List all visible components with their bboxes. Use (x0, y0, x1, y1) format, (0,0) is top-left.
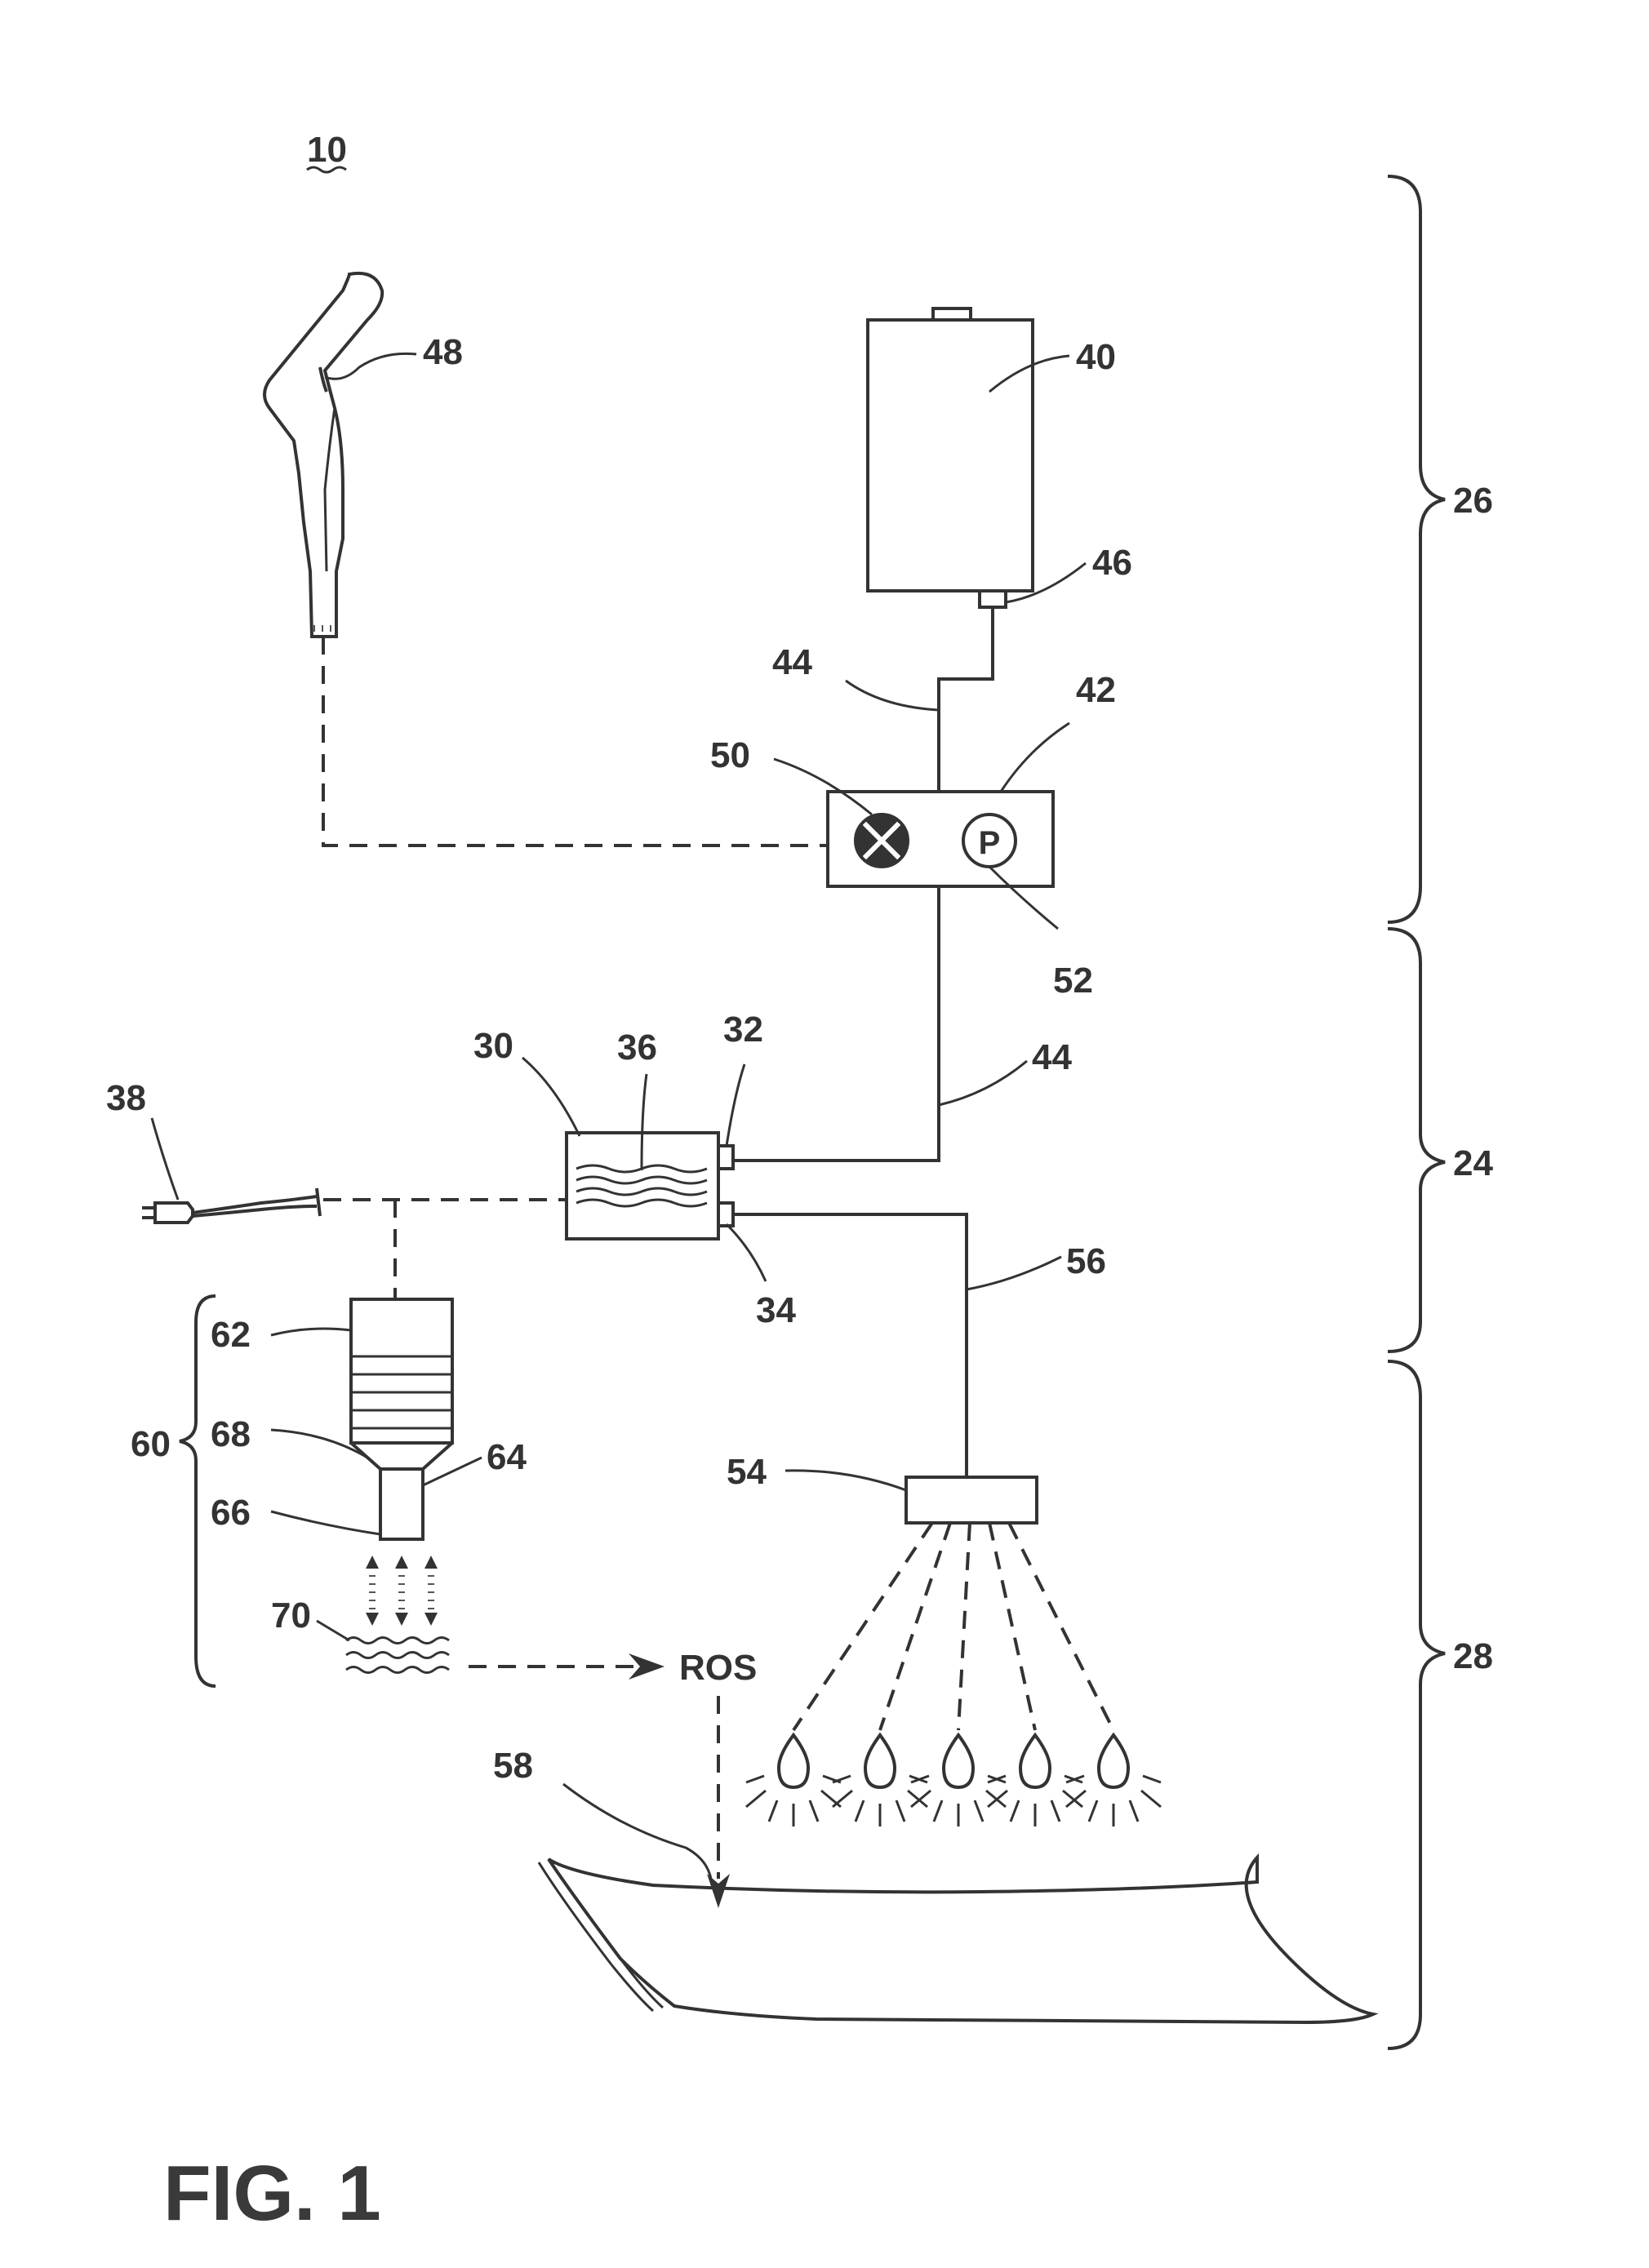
label-44a: 44 (772, 642, 812, 682)
leader-30 (522, 1058, 580, 1136)
leader-44a (846, 681, 939, 710)
label-48: 48 (423, 332, 463, 372)
label-56: 56 (1066, 1241, 1106, 1281)
trigger-handle-icon (264, 273, 382, 637)
label-52: 52 (1053, 961, 1093, 1001)
leader-42 (1001, 723, 1069, 792)
leader-56 (967, 1257, 1061, 1289)
leader-54 (785, 1471, 906, 1490)
label-64: 64 (487, 1437, 527, 1477)
leader-32 (727, 1064, 744, 1146)
label-54: 54 (727, 1452, 767, 1492)
leader-50 (774, 759, 872, 814)
label-50: 50 (710, 735, 750, 775)
pump-symbol: P (979, 825, 1001, 861)
label-42: 42 (1076, 670, 1116, 710)
ros-arrowhead-right (629, 1653, 664, 1680)
container-cap (933, 308, 971, 320)
figure-caption: FIG. 1 (163, 2150, 381, 2237)
heater-inlet-32 (718, 1146, 733, 1169)
label-36: 36 (617, 1027, 657, 1067)
droplets (746, 1735, 1161, 1826)
brace-28 (1388, 1361, 1445, 2048)
leader-46 (1006, 563, 1086, 602)
treated-surface-58 (539, 1857, 1373, 2022)
label-34: 34 (756, 1290, 796, 1330)
pump-p-icon: P (963, 814, 1016, 867)
label-70: 70 (271, 1596, 311, 1636)
leader-34 (727, 1224, 766, 1281)
label-62: 62 (211, 1315, 251, 1355)
conduit-56 (733, 1214, 967, 1477)
heating-element-36 (576, 1165, 707, 1206)
valve-cross-icon (856, 814, 908, 867)
spray-pattern (793, 1523, 1113, 1730)
generator-body-62 (351, 1299, 452, 1443)
label-46: 46 (1092, 543, 1132, 583)
leader-36 (642, 1074, 647, 1170)
electrical-plug-icon (142, 1188, 320, 1223)
bidirectional-arrows (366, 1556, 438, 1626)
label-68: 68 (211, 1414, 251, 1454)
label-24: 24 (1453, 1143, 1493, 1183)
water-surface-70 (346, 1638, 449, 1673)
leader-70 (317, 1621, 349, 1640)
conduit-44-upper (939, 607, 993, 792)
signal-line-handle (323, 637, 828, 846)
brace-26 (1388, 176, 1445, 922)
fluid-container-40 (868, 320, 1033, 591)
leader-66 (271, 1511, 380, 1534)
label-58: 58 (493, 1746, 533, 1786)
label-30: 30 (473, 1026, 513, 1066)
label-10: 10 (307, 130, 347, 170)
leader-58 (563, 1784, 712, 1885)
label-26: 26 (1453, 481, 1493, 521)
leader-38 (152, 1118, 178, 1200)
label-40: 40 (1076, 337, 1116, 377)
container-outlet-46 (980, 591, 1006, 607)
label-28: 28 (1453, 1636, 1493, 1676)
label-ros: ROS (679, 1648, 757, 1688)
leader-62 (271, 1329, 351, 1335)
generator-fins (351, 1356, 452, 1428)
generator-nozzle-64 (380, 1469, 423, 1539)
brace-24 (1388, 929, 1445, 1351)
leader-52 (989, 867, 1058, 929)
label-32: 32 (723, 1010, 763, 1050)
applicator-54 (906, 1477, 1037, 1523)
label-66: 66 (211, 1493, 251, 1533)
label-60: 60 (131, 1424, 171, 1464)
label-38: 38 (106, 1078, 146, 1118)
leader-44b (939, 1061, 1027, 1105)
label-44b: 44 (1032, 1037, 1072, 1077)
heater-outlet-34 (718, 1203, 733, 1226)
leader-48 (325, 353, 416, 379)
leader-40 (989, 356, 1069, 392)
